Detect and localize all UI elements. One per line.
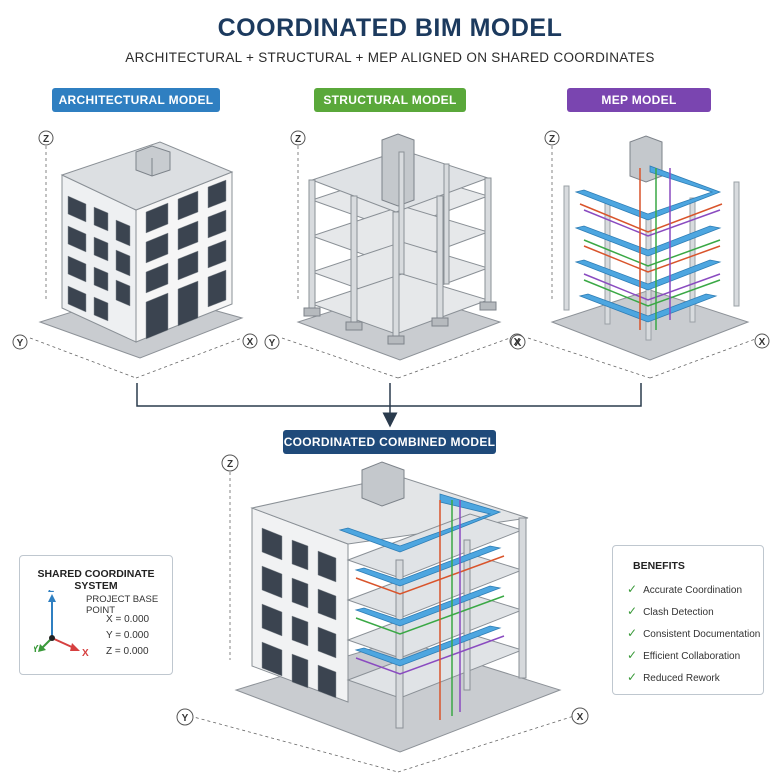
benefit-item: ✓ Clash Detection (627, 604, 714, 618)
coord-x-letter: X (82, 648, 89, 659)
project-base-point-label: PROJECT BASE POINT (86, 594, 159, 616)
check-icon: ✓ (627, 582, 638, 596)
axis-z-label: Z (549, 134, 555, 145)
coordinate-panel-title: SHARED COORDINATE SYSTEM (37, 568, 155, 592)
benefit-item: ✓ Consistent Documentation (627, 626, 760, 640)
xyz-axes-icon: Z X Y (34, 590, 89, 659)
coord-y-letter: Y (34, 644, 39, 655)
mep-model-label: MEP MODEL (567, 88, 711, 112)
structural-model-label: STRUCTURAL MODEL (314, 88, 466, 112)
axis-x-label: X (514, 337, 521, 348)
check-icon: ✓ (627, 626, 638, 640)
coord-x-value: X = 0.000 (106, 614, 150, 625)
benefits-panel: BENEFITS ✓ Accurate Coordination ✓ Clash D… (612, 545, 764, 695)
coord-z-value: Z = 0.000 (106, 646, 149, 657)
axis-x-label: X (759, 337, 766, 348)
axis-y-label: Y (269, 338, 276, 349)
benefit-item: ✓ Accurate Coordination (627, 582, 742, 596)
axis-x-label: X (577, 712, 584, 723)
benefit-label: Consistent Documentation (643, 629, 761, 640)
benefit-label: Clash Detection (643, 607, 714, 618)
combined-building (176, 454, 589, 773)
axis-z-label: Z (43, 134, 49, 145)
axis-z-label: Z (295, 134, 301, 145)
check-icon: ✓ (627, 670, 638, 684)
coord-z-letter: Z (48, 590, 54, 595)
mep-model (510, 130, 770, 379)
architectural-model-label: ARCHITECTURAL MODEL (52, 88, 220, 112)
axis-y-label: Y (17, 338, 24, 349)
page-title: COORDINATED BIM MODEL (217, 14, 563, 42)
coord-y-value: Y = 0.000 (106, 630, 149, 641)
architectural-building (12, 130, 258, 379)
axis-z-label: Z (227, 459, 233, 470)
page-subtitle: ARCHITECTURAL + STRUCTURAL + MEP ALIGNED… (125, 50, 655, 65)
benefit-item: ✓ Reduced Rework (627, 670, 720, 684)
axis-y-label: Y (182, 713, 189, 724)
axis-x-label: X (247, 337, 254, 348)
check-icon: ✓ (627, 648, 638, 662)
benefit-label: Reduced Rework (643, 673, 720, 684)
axis-x-label: X (515, 338, 522, 349)
benefit-item: ✓ Efficient Collaboration (627, 648, 740, 662)
structural-frame (264, 130, 525, 379)
combined-model-label: COORDINATED COMBINED MODEL (283, 430, 496, 454)
benefit-label: Efficient Collaboration (643, 651, 741, 662)
check-icon: ✓ (627, 604, 638, 618)
shared-coordinate-panel: SHARED COORDINATE SYSTEM Z X Y PROJECT B… (19, 555, 173, 675)
benefit-label: Accurate Coordination (643, 585, 743, 596)
merge-connector (136, 383, 642, 428)
benefits-title: BENEFITS (633, 560, 685, 572)
